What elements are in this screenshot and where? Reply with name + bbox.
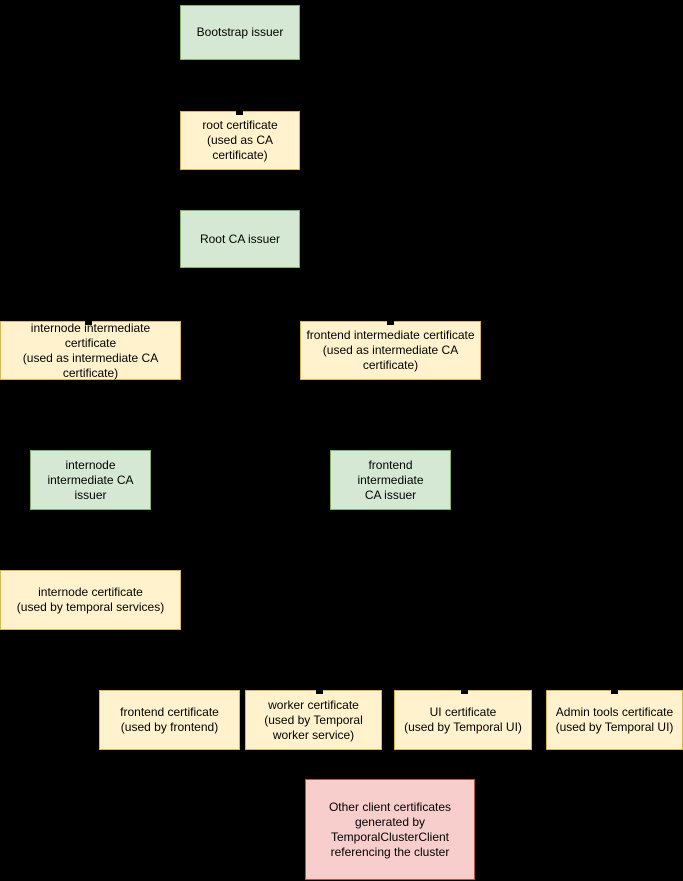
node-label: Bootstrap issuer	[196, 25, 284, 39]
node-ui-certificate: UI certificate (used by Temporal UI)	[394, 689, 532, 750]
node-frontend-intermediate-ca-issuer: frontend intermediate CA issuer	[330, 450, 451, 510]
node-label: internode intermediate CA issuer	[47, 457, 134, 502]
node-label: Other client certificates generated by T…	[328, 799, 452, 859]
arrowhead-notch	[236, 110, 243, 115]
node-root-certificate: root certificate (used as CA certificate…	[180, 110, 300, 170]
node-label: UI certificate (used by Temporal UI)	[404, 705, 522, 734]
node-label: frontend intermediate certificate (used …	[306, 328, 475, 372]
node-label: frontend certificate (used by frontend)	[120, 705, 219, 734]
node-internode-intermediate-certificate: internode intermediate certificate (used…	[0, 320, 181, 380]
node-worker-certificate: worker certificate (used by Temporal wor…	[245, 689, 382, 750]
node-label: internode intermediate certificate (used…	[22, 320, 159, 380]
node-frontend-intermediate-certificate: frontend intermediate certificate (used …	[300, 320, 481, 380]
node-frontend-certificate: frontend certificate (used by frontend)	[99, 690, 240, 750]
node-root-ca-issuer: Root CA issuer	[180, 210, 300, 268]
node-label: frontend intermediate CA issuer	[357, 457, 424, 502]
node-label: worker certificate (used by Temporal wor…	[264, 697, 363, 742]
node-internode-intermediate-ca-issuer: internode intermediate CA issuer	[30, 450, 151, 510]
node-other-client-certificates: Other client certificates generated by T…	[305, 779, 475, 880]
arrowhead-notch	[611, 689, 618, 694]
node-label: internode certificate (used by temporal …	[16, 585, 165, 614]
node-bootstrap-issuer: Bootstrap issuer	[180, 5, 300, 60]
node-label: root certificate (used as CA certificate…	[202, 118, 278, 162]
arrowhead-notch	[85, 320, 92, 325]
node-internode-certificate: internode certificate (used by temporal …	[0, 570, 181, 630]
node-admin-tools-certificate: Admin tools certificate (used by Tempora…	[546, 689, 683, 750]
arrowhead-notch	[387, 320, 394, 325]
node-label: Root CA issuer	[199, 231, 281, 246]
arrowhead-notch	[316, 689, 323, 694]
node-label: Admin tools certificate (used by Tempora…	[555, 705, 674, 734]
arrowhead-notch	[461, 689, 468, 694]
